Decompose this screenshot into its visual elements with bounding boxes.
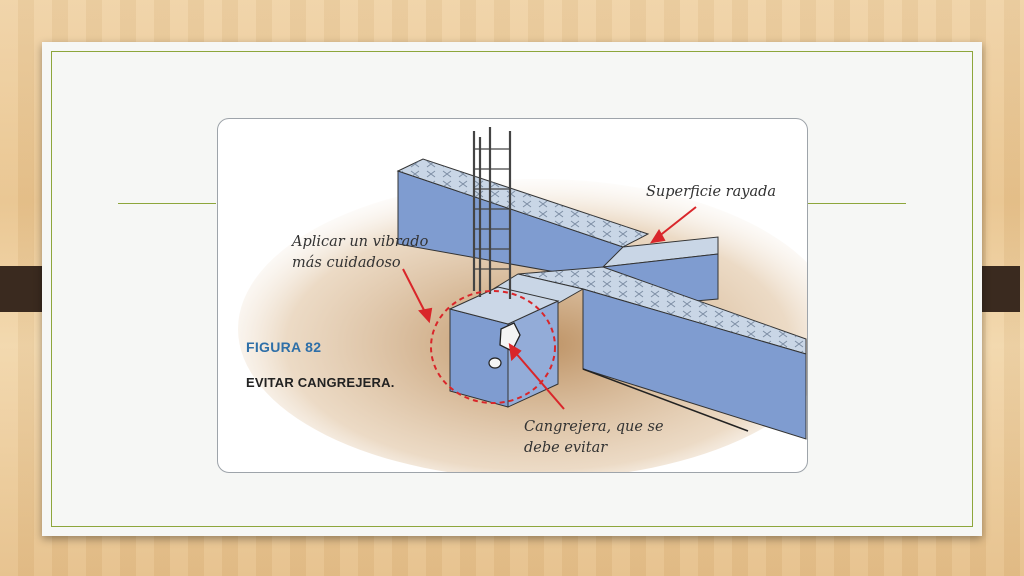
surface-label: Superficie rayada: [646, 184, 777, 200]
diagonal-beam-side: [582, 288, 807, 440]
honeycomb-hole-small: [488, 357, 502, 369]
rebar-cage: [472, 127, 512, 299]
rebar-stirrups: [474, 148, 510, 270]
figure-caption: EVITAR CANGREJERA.: [246, 375, 395, 390]
honeycomb-label-line2: debe evitar: [524, 440, 608, 456]
honeycomb-hole: [499, 322, 521, 352]
foundation-illustration: [238, 127, 807, 472]
right-divider-line: [808, 203, 906, 204]
figure-panel: Superficie rayada Aplicar un vibrado más…: [217, 118, 808, 473]
figure-number: FIGURA 82: [246, 339, 322, 355]
ground-line: [582, 368, 749, 432]
column-top: [448, 286, 560, 325]
back-beam-top-hatch: [398, 159, 648, 247]
vibration-label-line1: Aplicar un vibrado: [292, 234, 429, 250]
honeycomb-label-line1: Cangrejera, que se: [524, 419, 664, 435]
column-front: [449, 308, 509, 408]
callout-arrows: [402, 206, 697, 410]
vibration-label-line2: más cuidadoso: [292, 255, 401, 271]
left-divider-line: [118, 203, 216, 204]
callout-circle: [430, 290, 556, 404]
slide-frame: [51, 51, 973, 527]
diagonal-beam-hatch: [518, 267, 806, 354]
